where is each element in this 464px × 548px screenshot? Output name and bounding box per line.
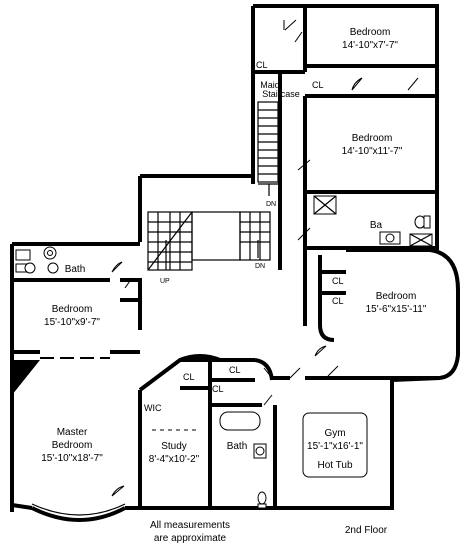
openings [40,357,200,431]
main-staircase [147,211,271,271]
bath-right-partial-label: Ba [370,220,383,231]
small-labels: CL CL CL CL CL CL CL WIC Maid Staircase … [144,60,344,413]
maid-staircase-line1: Maid [260,80,280,90]
doors [111,19,419,497]
footer: All measurements are approximate 2nd Flo… [150,520,388,544]
note-line2: are approximate [154,533,227,544]
cl-label-mid: CL [229,365,241,375]
master-size: 15'-10"x18'-7" [41,453,103,464]
bedroom-left-size: 15'-10"x9'-7" [44,317,100,328]
bedroom-top-size: 14'-10"x7'-7" [342,40,398,51]
bedroom-top-name: Bedroom [350,27,391,38]
bath-bottom-fixtures [219,411,267,509]
floor-label: 2nd Floor [345,525,388,536]
cl-label-bath: CL [212,384,224,394]
cl-label-maid: CL [256,60,268,70]
note-line1: All measurements [150,520,230,531]
cl-label-right-1: CL [332,276,344,286]
maid-staircase-line2: Staircase [262,89,300,99]
cl-label-right-2: CL [332,296,344,306]
wall-wedge [12,360,40,395]
gym-hot-tub-box [302,412,368,478]
bath-left-label: Bath [65,264,86,275]
bedroom-mid-size: 14'-10"x11'-7" [342,146,403,157]
maid-staircase-steps [257,101,279,196]
right-bath-fixtures [313,195,433,247]
bath-left-fixtures [15,246,59,274]
gym-name: Gym [324,428,345,439]
bedroom-right-name: Bedroom [376,291,417,302]
cl-label-top: CL [312,80,324,90]
study-name: Study [161,441,187,452]
dn-label-maid: DN [266,201,276,208]
up-label: UP [160,278,170,285]
master-name-line2: Bedroom [52,440,93,451]
dn-label-main: DN [255,263,265,270]
master-name-line1: Master [57,427,88,438]
gym-size: 15'-1"x16'-1" [307,441,363,452]
room-labels: Bedroom 14'-10"x7'-7" Bedroom 14'-10"x11… [41,27,427,471]
cl-label-study: CL [183,372,195,382]
gym-hot-tub: Hot Tub [317,460,352,471]
bedroom-right-size: 15'-6"x15'-11" [366,304,427,315]
bath-bottom-label: Bath [227,441,248,452]
study-size: 8'-4"x10'-2" [149,454,200,465]
bedroom-mid-name: Bedroom [352,133,393,144]
wic-label: WIC [144,403,162,413]
bedroom-left-name: Bedroom [52,304,93,315]
